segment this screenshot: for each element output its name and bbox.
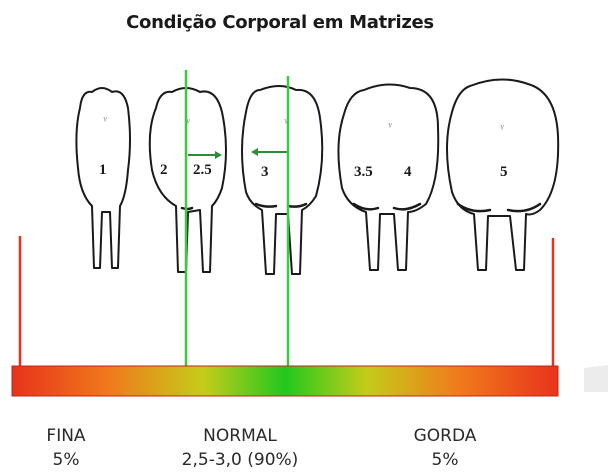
cow-silhouette-2 [148, 87, 227, 273]
category-gorda: GORDA 5% [390, 424, 500, 472]
svg-text:ᵞ: ᵞ [103, 114, 107, 127]
fat-cover-marks [180, 202, 542, 213]
category-fina-value: 5% [52, 450, 80, 470]
category-normal-value: 2,5-3,0 (90%) [181, 450, 299, 470]
condition-gradient-bar [11, 365, 559, 397]
svg-text:ᵞ: ᵞ [500, 122, 504, 135]
cow-silhouette-3 [241, 85, 324, 275]
arrow-left [251, 148, 288, 156]
score-label-3-5: 3.5 [354, 164, 373, 180]
svg-text:ᵞ: ᵞ [284, 116, 288, 129]
score-label-5: 5 [500, 164, 508, 180]
score-label-1: 1 [99, 162, 107, 178]
cow-silhouette-4 [337, 83, 440, 271]
tail-head-marks: ᵞ ᵞ ᵞ ᵞ ᵞ [103, 114, 504, 135]
category-gorda-value: 5% [431, 450, 459, 470]
cow-silhouette-5 [446, 78, 560, 271]
svg-text:ᵞ: ᵞ [388, 120, 392, 133]
category-gorda-name: GORDA [413, 426, 477, 446]
score-label-4: 4 [404, 164, 412, 180]
arrow-right [188, 151, 222, 159]
score-label-2-5: 2.5 [193, 162, 212, 178]
category-normal-name: NORMAL [203, 426, 277, 446]
category-fina-name: FINA [46, 426, 86, 446]
cow-silhouette-1 [75, 87, 131, 269]
score-label-2: 2 [160, 162, 168, 178]
page-title: Condição Corporal em Matrizes [126, 12, 434, 33]
category-fina: FINA 5% [26, 424, 106, 472]
score-label-3: 3 [261, 164, 269, 180]
category-normal: NORMAL 2,5-3,0 (90%) [160, 424, 320, 472]
decorative-stripe [584, 365, 608, 392]
svg-text:ᵞ: ᵞ [186, 116, 190, 129]
